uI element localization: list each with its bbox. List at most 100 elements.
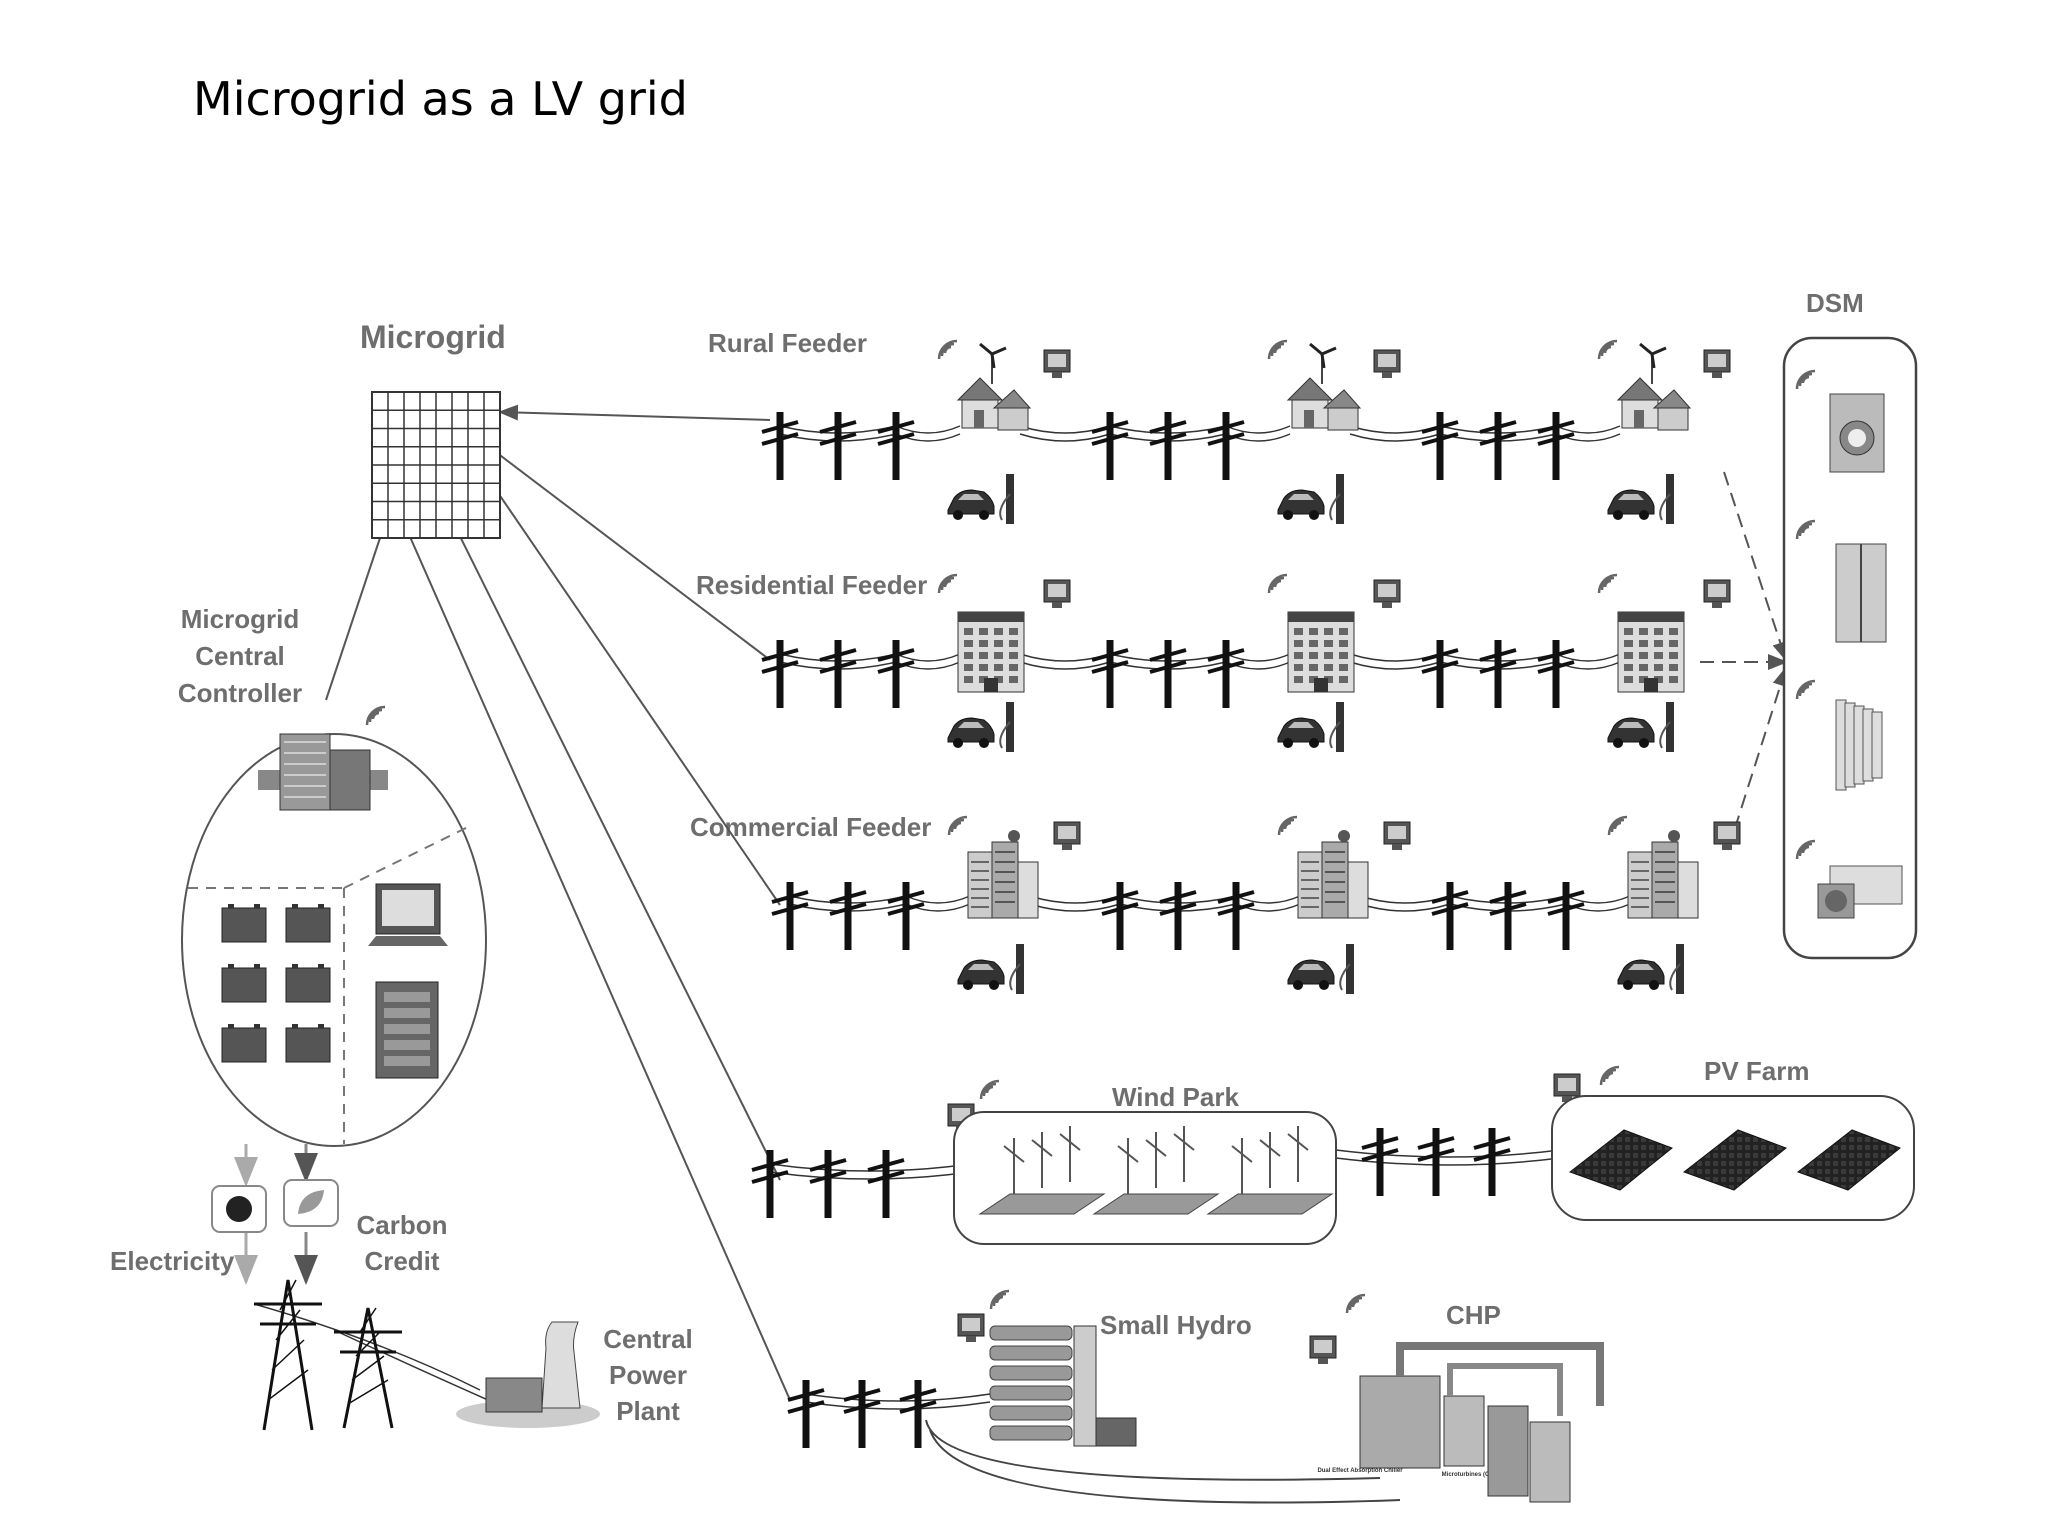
transmission-wire — [333, 1329, 489, 1401]
wind-turbine-icon — [1639, 342, 1667, 384]
computer-icon — [1043, 349, 1071, 378]
computer-icon — [1309, 1335, 1337, 1364]
utility-pole-residential — [1149, 640, 1187, 708]
wire-rural — [895, 425, 961, 434]
utility-pole-rural — [877, 412, 915, 480]
electric-car-icon — [1277, 489, 1325, 520]
chp-unit-icon — [1359, 1342, 1604, 1503]
utility-pole-residential — [1091, 640, 1129, 708]
commercial-feeder-label: Commercial Feeder — [690, 812, 931, 842]
solar-panel-icon — [1682, 1129, 1787, 1191]
electric-car-icon — [1287, 959, 1335, 990]
computer-icon — [1713, 821, 1741, 850]
dsm-panel — [1782, 336, 1918, 960]
utility-pole-windpark — [867, 1150, 905, 1218]
rural-feeder-label: Rural Feeder — [708, 328, 867, 358]
utility-pole-rural — [819, 412, 857, 480]
utility-pole-pvfarm — [1417, 1128, 1455, 1196]
wifi-icon — [979, 1079, 1000, 1100]
icons-layer — [181, 336, 1918, 1503]
solar-panel-icon — [1796, 1129, 1901, 1191]
utility-pole-commercial — [1101, 882, 1139, 950]
wire-commercial — [1565, 895, 1631, 904]
utility-pole-commercial — [1431, 882, 1469, 950]
wifi-icon — [1795, 679, 1816, 700]
utility-pole-commercial — [1489, 882, 1527, 950]
electric-car-icon — [1277, 717, 1325, 748]
utility-pole-residential — [761, 640, 799, 708]
microgrid-label: Microgrid — [360, 319, 506, 355]
utility-pole-residential — [819, 640, 857, 708]
solar-panel-icon — [1568, 1129, 1673, 1191]
slide-title: Microgrid as a LV grid — [193, 72, 688, 126]
commercial-to-microgrid-line — [453, 428, 781, 906]
wifi-icon — [1267, 573, 1288, 594]
apartment-building-icon — [1617, 611, 1685, 693]
residential-feeder-label: Residential Feeder — [696, 570, 927, 600]
wind-park-label: Wind Park — [1112, 1082, 1239, 1112]
charging-station-icon — [1659, 474, 1674, 524]
controller-label-line3: Controller — [178, 678, 302, 708]
battery-icon — [285, 1024, 331, 1063]
wind-farm-cluster-icon — [1206, 1126, 1334, 1215]
wire-residential — [895, 653, 961, 662]
chp-chiller-sublabel: Dual Effect Absorption Chiller — [1317, 1468, 1403, 1474]
power-plant-label-line2: Power — [609, 1360, 687, 1390]
computer-icon — [1383, 821, 1411, 850]
controller-label-line1: Microgrid — [181, 604, 299, 634]
utility-pole-commercial — [771, 882, 809, 950]
wifi-icon — [937, 339, 958, 360]
wire-residential — [1555, 653, 1621, 662]
utility-pole-residential — [1421, 640, 1459, 708]
apartment-building-icon — [957, 611, 1025, 693]
utility-pole-rural — [1421, 412, 1459, 480]
wind-farm-cluster-icon — [1092, 1126, 1220, 1215]
transmission-wire — [253, 1303, 481, 1391]
microgrid-grid-icon — [371, 391, 501, 539]
wire-pvfarm — [1335, 1149, 1561, 1158]
commercial-building-icon — [1627, 830, 1699, 919]
utility-pole-rural — [1207, 412, 1245, 480]
utility-pole-residential — [1537, 640, 1575, 708]
electric-car-icon — [957, 959, 1005, 990]
wifi-icon — [1607, 815, 1628, 836]
wifi-icon — [1795, 369, 1816, 390]
charging-station-icon — [1329, 702, 1344, 752]
wire-rural — [1555, 425, 1621, 434]
wire-commercial — [1235, 895, 1301, 904]
dsm-arrow-commercial — [1727, 666, 1789, 851]
battery-icon — [221, 964, 267, 1003]
wifi-icon — [1267, 339, 1288, 360]
chp-cable — [929, 1429, 1401, 1504]
battery-icon — [221, 904, 267, 943]
wire-residential — [1225, 653, 1291, 662]
utility-pole-hydro — [899, 1380, 937, 1448]
electric-car-icon — [1617, 959, 1665, 990]
utility-pole-commercial — [887, 882, 925, 950]
utility-pole-residential — [1207, 640, 1245, 708]
chp-label: CHP — [1446, 1300, 1501, 1330]
rural-to-microgrid-line — [498, 404, 771, 421]
transmission-tower-icon — [334, 1307, 402, 1429]
power-plant-icon — [456, 1321, 600, 1428]
small-hydro-label: Small Hydro — [1100, 1310, 1252, 1340]
utility-pole-hydro — [787, 1380, 825, 1448]
carbon-credit-label-line2: Credit — [364, 1246, 439, 1276]
refrigerator-icon — [1835, 543, 1887, 643]
electricity-label: Electricity — [110, 1246, 235, 1276]
utility-pole-pvfarm — [1361, 1128, 1399, 1196]
electric-car-icon — [947, 489, 995, 520]
connection-lines — [234, 404, 1789, 1401]
carbon-credit-icon — [283, 1179, 339, 1227]
power-plant-label-line3: Plant — [616, 1396, 680, 1426]
charging-station-icon — [1669, 944, 1684, 994]
utility-pole-residential — [877, 640, 915, 708]
house-icon — [956, 377, 1032, 431]
electric-car-icon — [947, 717, 995, 748]
computer-icon — [1373, 349, 1401, 378]
computer-icon — [368, 883, 448, 946]
utility-pole-commercial — [1547, 882, 1585, 950]
wifi-icon — [937, 573, 958, 594]
utility-pole-rural — [1091, 412, 1129, 480]
